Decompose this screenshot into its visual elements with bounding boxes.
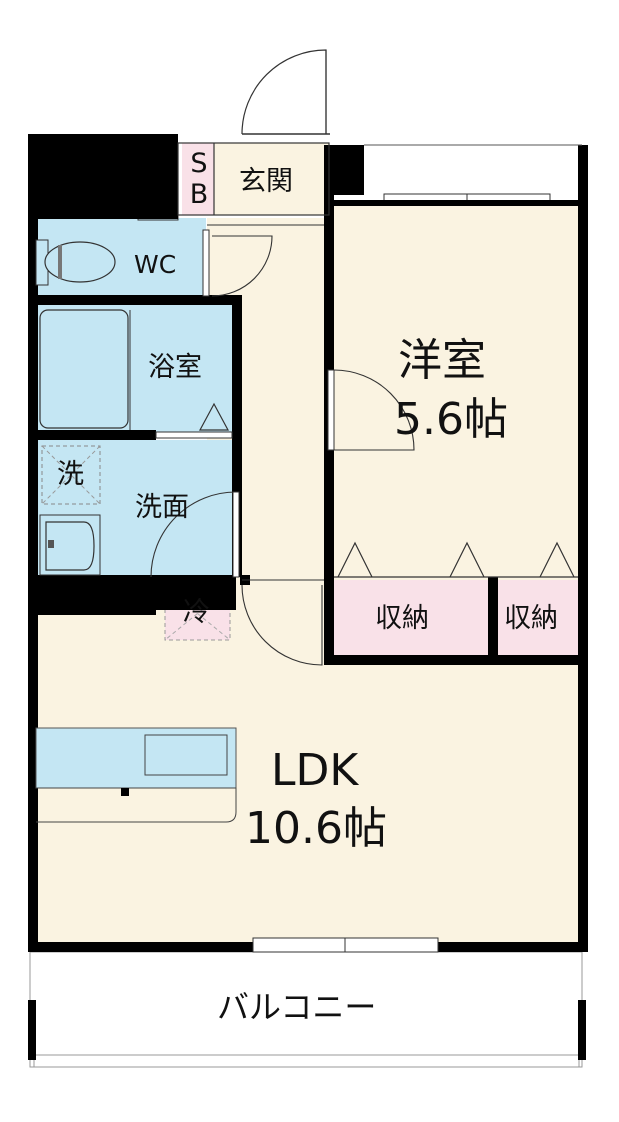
western-room-floor — [332, 200, 582, 580]
fridge-label: 冷 — [183, 597, 210, 628]
toilet-label: WC — [134, 250, 177, 279]
balcony-label: バルコニー — [217, 988, 377, 1026]
storage-2-label: 収納 — [504, 603, 558, 634]
entrance-door-swing — [241, 49, 327, 135]
bathtub — [39, 309, 129, 429]
western-room-size: 5.6帖 — [394, 394, 508, 445]
ldk-size: 10.6帖 — [245, 803, 387, 854]
toilet-bowl — [44, 241, 116, 283]
laundry-space — [41, 445, 101, 505]
wash-basin — [45, 521, 95, 571]
shoe-box-label: SB — [189, 148, 209, 210]
storage-1-floor — [333, 580, 488, 656]
ldk-label: LDK — [271, 745, 359, 796]
western-room-label: 洋室 — [398, 335, 486, 386]
entrance-floor — [214, 143, 329, 215]
shoe-box-floor — [182, 143, 214, 215]
storage-1-label: 収納 — [375, 603, 429, 634]
laundry-label: 洗 — [57, 459, 84, 490]
washroom-label: 洗面 — [135, 492, 189, 523]
kitchen-sink — [144, 734, 228, 776]
storage-2-floor — [497, 580, 581, 656]
entrance-label: 玄関 — [239, 166, 293, 197]
bathroom-label: 浴室 — [148, 352, 202, 383]
